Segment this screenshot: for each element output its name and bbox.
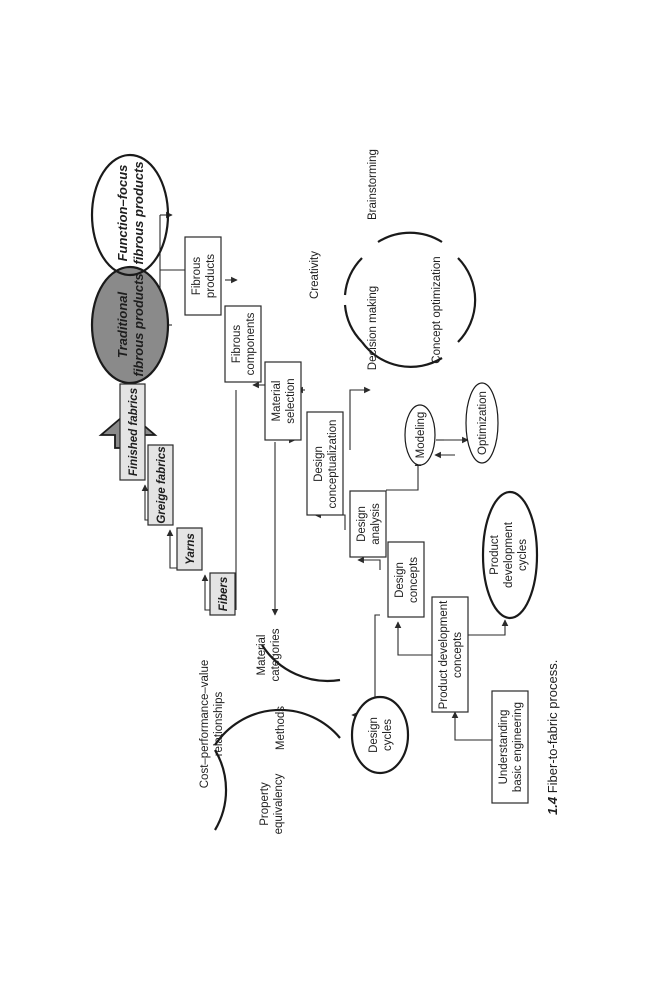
fibers-box bbox=[209, 572, 236, 616]
design-conceptualization-label-1: Design bbox=[313, 446, 325, 482]
material-categories-label-1: Material bbox=[256, 635, 268, 676]
methods-label: Methods bbox=[275, 706, 287, 750]
modeling-ellipse bbox=[404, 404, 436, 466]
fibrous-components-label-1: Fibrous bbox=[231, 325, 243, 364]
greige-fabrics-box bbox=[147, 444, 174, 526]
fibrous-components-label-2: components bbox=[245, 312, 257, 375]
cost-performance-label-2: relationships bbox=[213, 691, 225, 756]
property-equivalency-label-1: Property bbox=[259, 782, 271, 826]
optimization-label: Optimization bbox=[477, 391, 489, 455]
traditional-fibrous-products-ellipse bbox=[90, 265, 170, 385]
design-conceptualization-label-2: conceptualization bbox=[327, 420, 339, 509]
traditional-label-2: fibrous products bbox=[131, 273, 146, 376]
material-categories-label-2: categories bbox=[270, 628, 282, 681]
product-development-concepts-label-1: Product development bbox=[438, 600, 450, 709]
yarns-box bbox=[176, 527, 203, 571]
creativity-label: Creativity bbox=[309, 251, 321, 299]
figure-caption: 1.4 Fiber-to-fabric process. bbox=[545, 660, 560, 815]
material-selection-box bbox=[264, 361, 302, 441]
design-concepts-label-1: Design bbox=[394, 562, 406, 598]
creativity-cycle bbox=[343, 231, 477, 368]
modeling-label: Modeling bbox=[415, 412, 427, 459]
design-cycles-label-1: Design bbox=[368, 717, 380, 753]
design-analysis-label-1: Design bbox=[356, 506, 368, 542]
fibrous-products-box bbox=[184, 236, 222, 316]
design-conceptualization-box bbox=[306, 411, 344, 516]
material-selection-label-2: selection bbox=[285, 378, 297, 423]
fibrous-products-label-1: Fibrous bbox=[191, 257, 203, 296]
optimization-ellipse bbox=[465, 382, 499, 464]
design-concepts-box bbox=[387, 541, 425, 618]
function-focus-label-1: Function–focus bbox=[115, 165, 130, 262]
greige-fabrics-label: Greige fabrics bbox=[156, 446, 168, 523]
cost-performance-label-1: Cost–performance–value bbox=[199, 660, 211, 789]
caption-number: 1.4 bbox=[545, 796, 560, 815]
brainstorming-label: Brainstorming bbox=[367, 149, 379, 220]
design-analysis-label-2: analysis bbox=[370, 503, 382, 545]
fibers-label: Fibers bbox=[218, 577, 230, 612]
caption-text: Fiber-to-fabric process. bbox=[545, 660, 560, 794]
finished-fabrics-label: Finished fabrics bbox=[128, 388, 140, 476]
decision-making-label: Decision making bbox=[367, 286, 379, 370]
design-analysis-box bbox=[349, 490, 387, 558]
product-development-cycles-ellipse bbox=[481, 490, 539, 620]
product-development-cycles-label-3: cycles bbox=[517, 539, 529, 571]
finished-fabrics-box bbox=[119, 383, 146, 481]
fibrous-components-box bbox=[224, 305, 262, 383]
yarns-label: Yarns bbox=[185, 533, 197, 565]
design-cycles-label-2: cycles bbox=[382, 719, 394, 751]
design-concepts-label-2: concepts bbox=[408, 557, 420, 603]
fibrous-products-label-2: products bbox=[205, 254, 217, 298]
concept-optimization-label: Concept optimization bbox=[431, 256, 443, 363]
traditional-label-1: Traditional bbox=[115, 292, 130, 359]
function-focus-label-2: fibrous products bbox=[131, 161, 146, 264]
understanding-basic-engineering-box bbox=[491, 690, 529, 804]
product-development-cycles-label-1: Product bbox=[489, 534, 501, 574]
function-focus-fibrous-products-ellipse bbox=[90, 153, 170, 277]
understanding-basic-engineering-label-1: Understanding bbox=[498, 710, 510, 785]
design-cycles-ellipse bbox=[350, 695, 410, 775]
materials-cycle bbox=[214, 644, 341, 831]
product-development-concepts-box bbox=[431, 596, 469, 713]
property-equivalency-label-2: equivalency bbox=[273, 773, 285, 834]
product-development-concepts-label-2: concepts bbox=[452, 632, 464, 678]
understanding-basic-engineering-label-2: basic engineering bbox=[512, 702, 524, 792]
material-selection-label-1: Material bbox=[271, 381, 283, 422]
product-development-cycles-label-2: development bbox=[503, 521, 515, 588]
